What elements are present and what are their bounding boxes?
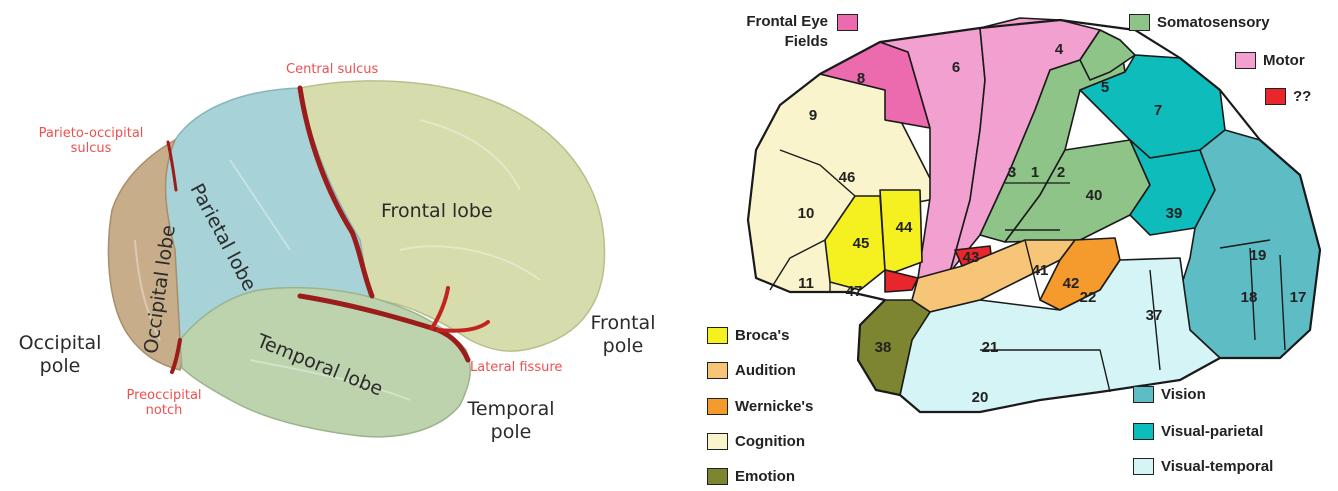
- legend-emotion-label: Emotion: [735, 468, 795, 485]
- temporal-pole-line1: Temporal: [452, 398, 570, 421]
- frontal-lobe-label: Frontal lobe: [381, 200, 493, 223]
- legend-cognition-label: Cognition: [735, 433, 805, 450]
- legend-vision: Vision: [1133, 386, 1206, 403]
- legend-broca-label: Broca's: [735, 327, 789, 344]
- legend-motor-swatch: [1235, 52, 1256, 69]
- legend-visual-parietal-label: Visual-parietal: [1161, 423, 1263, 440]
- area-46-label: 46: [839, 169, 856, 186]
- preoccipital-notch-label: Preoccipital notch: [112, 388, 216, 418]
- legend-vision-label: Vision: [1161, 386, 1206, 403]
- occipital-pole-line1: Occipital: [10, 332, 110, 355]
- preoccipital-notch-line1: Preoccipital: [112, 388, 216, 403]
- legend-unknown-label: ??: [1293, 88, 1311, 105]
- legend-cognition: Cognition: [707, 433, 805, 450]
- brodmann-map: 4 6 8 5 7 9 46 3 1 2 40 10 39 44 45 19 4…: [680, 0, 1338, 491]
- area-39-label: 39: [1166, 205, 1183, 222]
- legend-vision-swatch: [1133, 386, 1154, 403]
- legend-audition: Audition: [707, 362, 796, 379]
- legend-wernicke: Wernicke's: [707, 398, 813, 415]
- area-22-label: 22: [1080, 289, 1097, 306]
- area-2-label: 2: [1057, 164, 1065, 181]
- legend-visual-parietal-swatch: [1133, 423, 1154, 440]
- area-38-label: 38: [875, 339, 892, 356]
- legend-visual-temporal-label: Visual-temporal: [1161, 458, 1273, 475]
- legend-emotion: Emotion: [707, 468, 795, 485]
- area-18-label: 18: [1241, 289, 1258, 306]
- lateral-brain-lobes-panel: Frontal lobe Parietal lobe Occipital lob…: [0, 0, 680, 491]
- legend-broca: Broca's: [707, 327, 789, 344]
- frontal-eye-fields-line2: Fields: [698, 32, 828, 52]
- area-40-label: 40: [1086, 187, 1103, 204]
- legend-somatosensory-label: Somatosensory: [1157, 14, 1270, 31]
- area-1-label: 1: [1031, 164, 1039, 181]
- area-17-label: 17: [1290, 289, 1307, 306]
- legend-visual-parietal: Visual-parietal: [1133, 423, 1263, 440]
- area-45-label: 45: [853, 235, 870, 252]
- temporal-pole-line2: pole: [452, 421, 570, 444]
- occipital-pole-line2: pole: [10, 355, 110, 378]
- area-21-label: 21: [982, 339, 999, 356]
- area-19-label: 19: [1250, 247, 1267, 264]
- area-4-label: 4: [1055, 41, 1064, 58]
- area-7-label: 7: [1154, 102, 1162, 119]
- area-42-label: 42: [1063, 275, 1080, 292]
- frontal-pole-line1: Frontal: [578, 312, 668, 335]
- legend-motor-label: Motor: [1263, 52, 1305, 69]
- legend-emotion-swatch: [707, 468, 728, 485]
- temporal-pole-label: Temporal pole: [452, 398, 570, 444]
- area-6-label: 6: [952, 59, 960, 76]
- legend-broca-swatch: [707, 327, 728, 344]
- legend-wernicke-swatch: [707, 398, 728, 415]
- parieto-occipital-sulcus-line2: sulcus: [36, 141, 146, 156]
- legend-audition-label: Audition: [735, 362, 796, 379]
- preoccipital-notch-line2: notch: [112, 403, 216, 418]
- area-47-label: 47: [846, 283, 863, 300]
- legend-audition-swatch: [707, 362, 728, 379]
- legend-unknown-swatch: [1265, 88, 1286, 105]
- area-37-label: 37: [1146, 307, 1163, 324]
- area-3-label: 3: [1008, 164, 1016, 181]
- frontal-pole-line2: pole: [578, 335, 668, 358]
- area-43-label: 43: [963, 249, 980, 266]
- area-11-label: 11: [798, 275, 814, 292]
- occipital-pole-label: Occipital pole: [10, 332, 110, 378]
- legend-wernicke-label: Wernicke's: [735, 398, 813, 415]
- area-20-label: 20: [972, 389, 989, 406]
- legend-unknown: ??: [1265, 88, 1311, 105]
- frontal-pole-label: Frontal pole: [578, 312, 668, 358]
- area-41-label: 41: [1032, 262, 1049, 279]
- legend-somatosensory-swatch: [1129, 14, 1150, 31]
- area-44-label: 44: [896, 219, 913, 236]
- legend-visual-temporal-swatch: [1133, 458, 1154, 475]
- brodmann-areas-panel: 4 6 8 5 7 9 46 3 1 2 40 10 39 44 45 19 4…: [680, 0, 1338, 491]
- lateral-fissure-label: Lateral fissure: [470, 360, 562, 375]
- area-8-label: 8: [857, 70, 865, 87]
- area-9-label: 9: [809, 107, 817, 124]
- legend-visual-temporal: Visual-temporal: [1133, 458, 1273, 475]
- central-sulcus-label: Central sulcus: [286, 62, 378, 77]
- parieto-occipital-sulcus-line1: Parieto-occipital: [36, 126, 146, 141]
- frontal-eye-fields-line1: Frontal Eye: [698, 12, 828, 32]
- frontal-eye-fields-swatch: [837, 14, 858, 31]
- legend-cognition-swatch: [707, 433, 728, 450]
- area-5-label: 5: [1101, 79, 1109, 96]
- area-10-label: 10: [798, 205, 815, 222]
- frontal-eye-fields-title: Frontal Eye Fields: [698, 12, 828, 52]
- area-unknown-left: [885, 270, 918, 292]
- legend-motor: Motor: [1235, 52, 1305, 69]
- legend-somatosensory: Somatosensory: [1129, 14, 1270, 31]
- parieto-occipital-sulcus-label: Parieto-occipital sulcus: [36, 126, 146, 156]
